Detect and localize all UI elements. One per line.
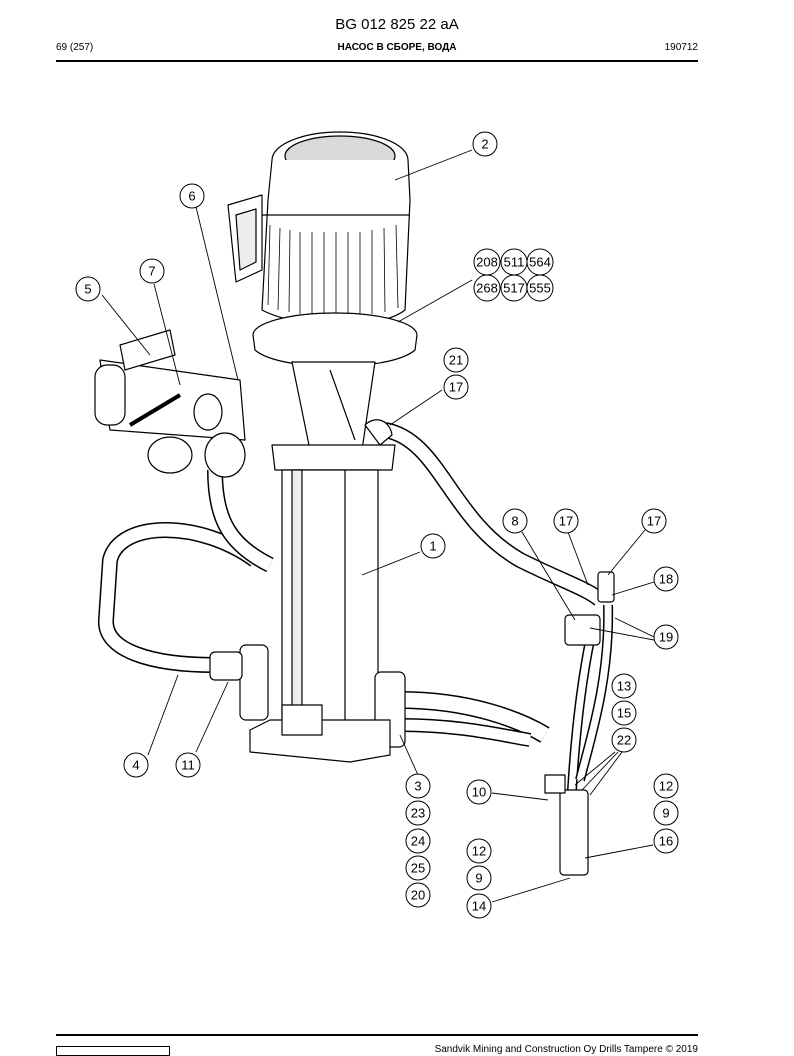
svg-text:12: 12 (472, 844, 486, 859)
svg-text:23: 23 (411, 806, 425, 821)
callout-23: 23 (405, 800, 431, 826)
callout-5: 5 (75, 276, 101, 302)
callout-511: 511 (500, 248, 528, 276)
callout-24: 24 (405, 828, 431, 854)
svg-text:517: 517 (503, 281, 525, 296)
svg-text:10: 10 (472, 785, 486, 800)
svg-text:16: 16 (659, 834, 673, 849)
callout-555: 555 (526, 274, 554, 302)
callout-22: 22 (611, 727, 637, 753)
leader-lines (101, 149, 655, 903)
callout-12: 12 (466, 838, 492, 864)
header-rule (56, 60, 698, 62)
svg-text:2: 2 (481, 137, 488, 152)
svg-text:20: 20 (411, 888, 425, 903)
callout-13: 13 (611, 673, 637, 699)
svg-text:1: 1 (429, 539, 436, 554)
callout-8: 8 (502, 508, 528, 534)
svg-text:19: 19 (659, 630, 673, 645)
callout-1: 1 (420, 533, 446, 559)
footer-copyright: Sandvik Mining and Construction Oy Drill… (434, 1044, 698, 1055)
callout-11: 11 (175, 752, 201, 778)
callout-564: 564 (526, 248, 554, 276)
callout-7: 7 (139, 258, 165, 284)
svg-text:17: 17 (449, 380, 463, 395)
svg-text:555: 555 (529, 281, 551, 296)
date-code: 190712 (664, 42, 698, 53)
page-number: 69 (257) (56, 42, 94, 53)
svg-text:4: 4 (132, 758, 139, 773)
exploded-view-illustration (94, 131, 615, 876)
svg-text:17: 17 (647, 514, 661, 529)
callout-10: 10 (466, 779, 492, 805)
svg-text:5: 5 (84, 282, 91, 297)
callout-12: 12 (653, 773, 679, 799)
callout-17: 17 (443, 374, 469, 400)
callout-17: 17 (641, 508, 667, 534)
callout-2: 2 (472, 131, 498, 157)
callout-9: 9 (653, 800, 679, 826)
callout-517: 517 (500, 274, 528, 302)
callout-16: 16 (653, 828, 679, 854)
callout-bubbles: 2 6 7 5 208 511 564 268 517 555 21 17 8 … (75, 131, 679, 919)
svg-text:511: 511 (504, 255, 525, 270)
sandvik-logo (56, 1046, 170, 1056)
callout-4: 4 (123, 752, 149, 778)
callout-19: 19 (653, 624, 679, 650)
callout-208: 208 (473, 248, 501, 276)
svg-text:13: 13 (617, 679, 631, 694)
callout-6: 6 (179, 183, 205, 209)
svg-text:21: 21 (449, 353, 463, 368)
callout-3: 3 (405, 773, 431, 799)
svg-text:11: 11 (181, 758, 195, 773)
svg-text:7: 7 (148, 264, 155, 279)
svg-text:15: 15 (617, 706, 631, 721)
svg-text:25: 25 (411, 861, 425, 876)
svg-text:22: 22 (617, 733, 631, 748)
svg-text:18: 18 (659, 572, 673, 587)
callout-25: 25 (405, 855, 431, 881)
svg-text:17: 17 (559, 514, 573, 529)
svg-text:8: 8 (511, 514, 518, 529)
callout-21: 21 (443, 347, 469, 373)
callout-14: 14 (466, 893, 492, 919)
svg-text:6: 6 (188, 189, 195, 204)
svg-text:9: 9 (475, 871, 482, 886)
callout-17: 17 (553, 508, 579, 534)
svg-text:12: 12 (659, 779, 673, 794)
callout-268: 268 (473, 274, 501, 302)
svg-text:3: 3 (414, 779, 421, 794)
svg-text:14: 14 (472, 899, 486, 914)
callout-20: 20 (405, 882, 431, 908)
callout-15: 15 (611, 700, 637, 726)
document-code: BG 012 825 22 aA (335, 16, 459, 33)
svg-text:24: 24 (411, 834, 425, 849)
svg-text:9: 9 (662, 806, 669, 821)
callout-18: 18 (653, 566, 679, 592)
footer-rule (56, 1034, 698, 1036)
callout-9: 9 (466, 865, 492, 891)
svg-text:268: 268 (476, 281, 498, 296)
section-title: НАСОС В СБОРЕ, ВОДА (337, 42, 457, 53)
svg-text:208: 208 (476, 255, 498, 270)
svg-text:564: 564 (529, 255, 551, 270)
